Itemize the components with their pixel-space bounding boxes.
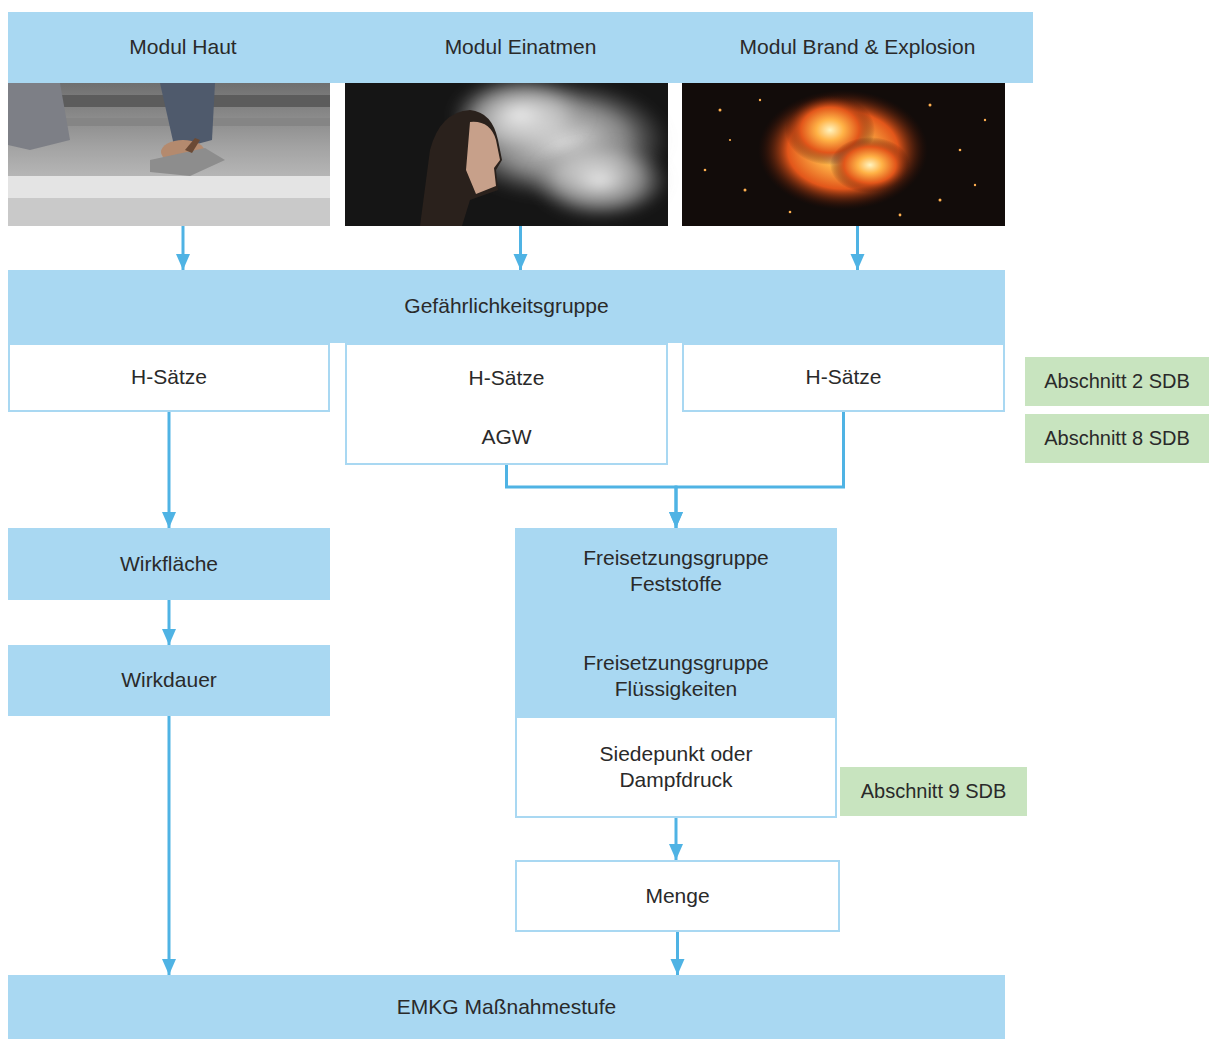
node-text: Modul Brand & Explosion bbox=[682, 12, 1033, 83]
node-text: Modul Einatmen bbox=[345, 12, 696, 83]
node-text: H-Sätze bbox=[469, 365, 545, 391]
flow-arrow bbox=[856, 226, 859, 270]
flow-arrow bbox=[168, 600, 171, 645]
flow-arrow bbox=[519, 226, 522, 270]
group-band: Gefährlichkeitsgruppe bbox=[8, 270, 1005, 343]
flow-arrow bbox=[676, 412, 844, 528]
node-text: AGW bbox=[481, 424, 531, 450]
module-header: Modul Einatmen bbox=[345, 12, 696, 226]
node-text: Abschnitt 2 SDB bbox=[1044, 369, 1190, 394]
node-text: Abschnitt 9 SDB bbox=[861, 779, 1007, 804]
module-header: Modul Brand & Explosion bbox=[682, 12, 1033, 226]
node-text: Abschnitt 8 SDB bbox=[1044, 426, 1190, 451]
sds-section-tag: Abschnitt 9 SDB bbox=[840, 767, 1027, 816]
flow-arrow bbox=[168, 412, 171, 528]
node-text: Freisetzungsgruppe Feststoffe bbox=[561, 545, 791, 598]
sds-section-tag: Abschnitt 8 SDB bbox=[1025, 414, 1209, 463]
node-text: Wirkfläche bbox=[120, 551, 218, 577]
node-text: Wirkdauer bbox=[121, 667, 217, 693]
flow-arrow bbox=[168, 716, 171, 975]
process-box: Wirkfläche bbox=[8, 528, 330, 600]
criteria-box: H-Sätze bbox=[8, 343, 330, 412]
sds-section-tag: Abschnitt 2 SDB bbox=[1025, 357, 1209, 406]
flow-arrow bbox=[507, 465, 677, 528]
node-text: EMKG Maßnahmestufe bbox=[397, 994, 616, 1020]
node-text: Freisetzungsgruppe Flüssigkeiten bbox=[561, 650, 791, 703]
flow-arrow bbox=[676, 932, 679, 975]
criteria-box: H-SätzeAGW bbox=[345, 343, 668, 465]
process-box: Wirkdauer bbox=[8, 645, 330, 716]
node-text: Gefährlichkeitsgruppe bbox=[404, 293, 608, 319]
node-text: Siedepunkt oder Dampfdruck bbox=[571, 741, 781, 794]
criteria-box: H-Sätze bbox=[682, 343, 1005, 412]
node-text: Modul Haut bbox=[8, 12, 358, 83]
property-box: Siedepunkt oder Dampfdruck bbox=[517, 718, 835, 816]
flow-arrow bbox=[675, 818, 678, 860]
module-header: Modul Haut bbox=[8, 12, 358, 226]
node-text: H-Sätze bbox=[806, 364, 882, 390]
process-box: Menge bbox=[515, 860, 840, 932]
flow-arrow bbox=[182, 226, 185, 270]
result-band: EMKG Maßnahmestufe bbox=[8, 975, 1005, 1039]
node-text: Menge bbox=[645, 883, 709, 909]
release-group-box: Freisetzungsgruppe FeststoffeFreisetzung… bbox=[515, 528, 837, 818]
node-text: H-Sätze bbox=[131, 364, 207, 390]
